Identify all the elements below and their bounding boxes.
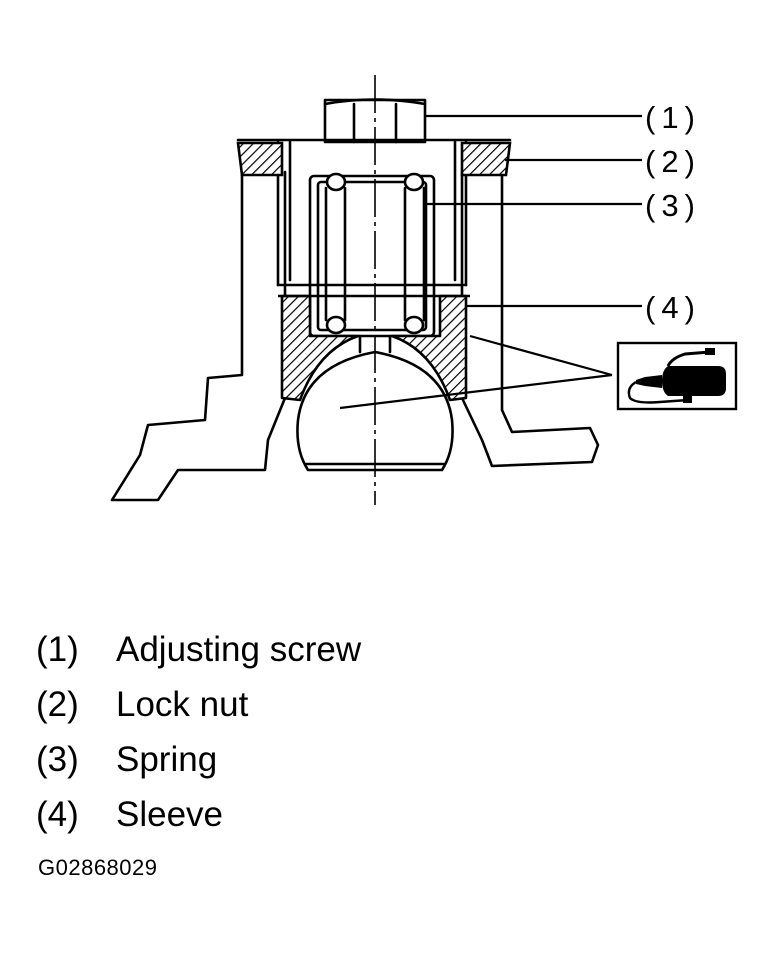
cross-section-diagram: (1) (2) (3) (4) <box>110 75 738 505</box>
legend-number: (3) <box>36 740 79 779</box>
legend-number: (4) <box>36 795 79 834</box>
legend-item: (2) Lock nut <box>36 677 636 732</box>
housing-left <box>110 170 287 502</box>
figure-id: G02868029 <box>38 855 158 880</box>
legend-number: (2) <box>36 685 79 724</box>
legend-label: Spring <box>116 740 218 779</box>
callout-1: (1) <box>645 100 701 135</box>
legend: (1) Adjusting screw (2) Lock nut (3) Spr… <box>36 622 636 842</box>
lock-nut <box>236 141 512 177</box>
legend-item: (3) Spring <box>36 732 636 787</box>
legend-label: Sleeve <box>116 795 224 834</box>
callout-3: (3) <box>645 188 701 223</box>
callout-2: (2) <box>645 144 701 179</box>
callout-labels: (1) (2) (3) (4) <box>645 100 701 325</box>
grease-tube-icon <box>616 341 738 411</box>
legend-item: (1) Adjusting screw <box>36 622 636 677</box>
spring <box>324 172 426 335</box>
housing-right <box>460 170 600 468</box>
legend-label: Adjusting screw <box>116 630 362 669</box>
leader-lines <box>339 114 642 410</box>
legend-number: (1) <box>36 630 79 669</box>
legend-label: Lock nut <box>116 685 249 724</box>
callout-4: (4) <box>645 290 701 325</box>
screw-body <box>236 138 512 338</box>
legend-item: (4) Sleeve <box>36 787 636 842</box>
sleeve <box>278 294 470 402</box>
